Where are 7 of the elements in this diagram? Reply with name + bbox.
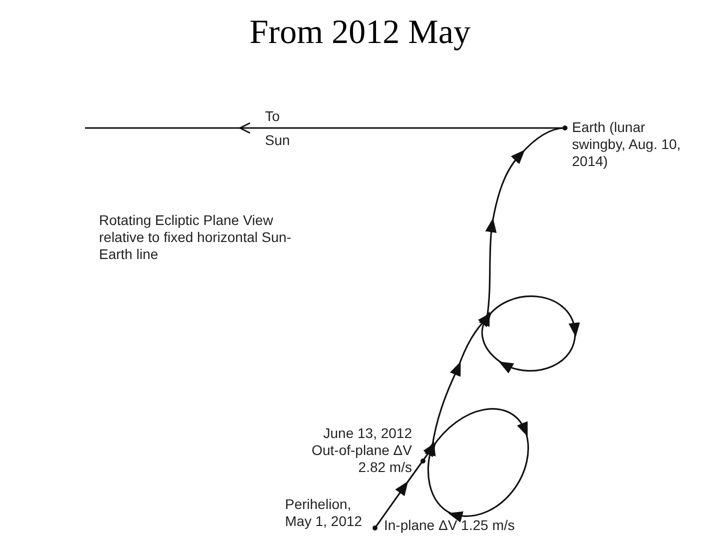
title: From 2012 May <box>248 14 472 52</box>
maneuver-label: June 13, 2012 Out-of-plane ΔV 2.82 m/s <box>310 425 412 476</box>
earth-label: Earth (lunar swingby, Aug. 10, 2014) <box>572 119 682 170</box>
maneuver-label: In-plane ΔV 1.25 m/s <box>384 517 516 534</box>
view-note: Rotating Ecliptic Plane View relative to fixed horizontal Sun-Earth line <box>99 212 292 263</box>
perihelion-label: Perihelion, May 1, 2012 <box>285 496 364 530</box>
direction-label: To Sun <box>265 107 291 150</box>
